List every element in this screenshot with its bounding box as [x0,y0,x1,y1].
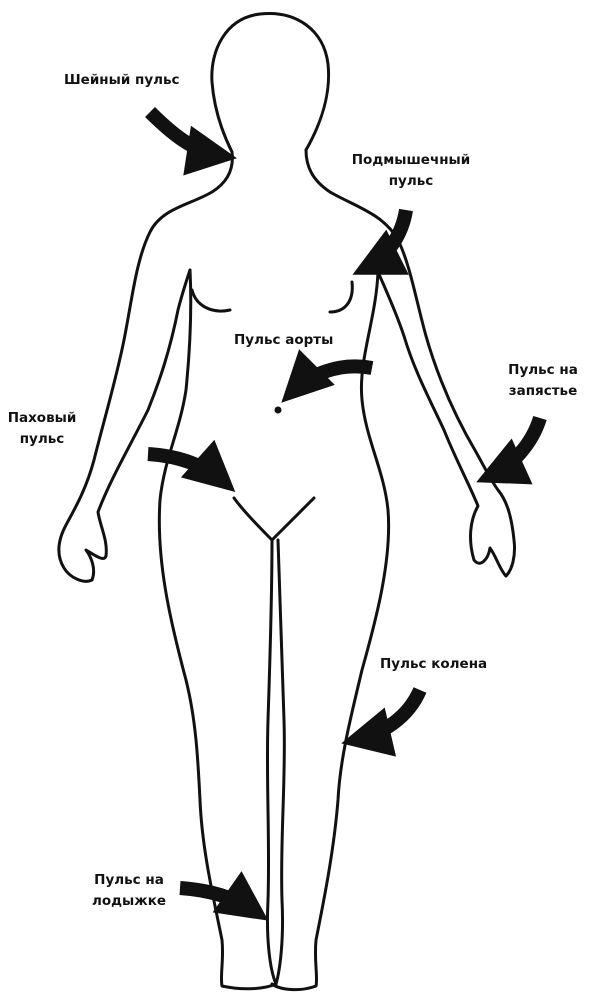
arrow-icon [356,690,420,740]
label-axillary-pulse: Подмышечный пульс [346,150,476,192]
arrow-icon [148,454,224,482]
left-arm-inner [148,270,190,410]
label-ankle-pulse: Пульс на лодыжке [84,870,174,912]
label-wrist-line1: Пульс на [498,360,588,381]
label-knee-text: Пульс колена [380,656,487,672]
arrow-icon [490,418,540,476]
label-neck-text: Шейный пульс [64,72,180,88]
left-hand [86,410,148,580]
head-outline [212,13,329,152]
label-knee-pulse: Пульс колена [380,654,487,675]
right-torso-leg-outer [272,272,389,990]
left-torso-leg-outer [159,270,276,989]
label-ankle-line2: лодыжке [84,891,174,912]
left-breast [192,290,230,311]
arrow-icon [180,888,256,912]
label-inguinal-pulse: Паховый пульс [2,408,82,450]
label-axillary-line2: пульс [346,171,476,192]
navel-dot [275,407,282,414]
label-inguinal-line2: пульс [2,429,82,450]
label-wrist-pulse: Пульс на запястье [498,360,588,402]
groin-line [234,498,314,540]
label-axillary-line1: Подмышечный [346,150,476,171]
label-ankle-line1: Пульс на [84,870,174,891]
left-shoulder-arm-outer [59,152,232,581]
arrow-icon [150,112,222,156]
label-aortic-pulse: Пульс аорты [234,330,333,351]
right-breast [330,282,352,312]
label-neck-pulse: Шейный пульс [64,70,180,91]
label-inguinal-line1: Паховый [2,408,82,429]
arrow-icon [366,210,406,268]
label-aortic-text: Пульс аорты [234,332,333,348]
right-arm-inner [378,272,444,430]
arrows [148,112,540,912]
right-leg-inner [276,540,284,984]
left-leg-inner [267,540,276,984]
label-wrist-line2: запястье [498,381,588,402]
